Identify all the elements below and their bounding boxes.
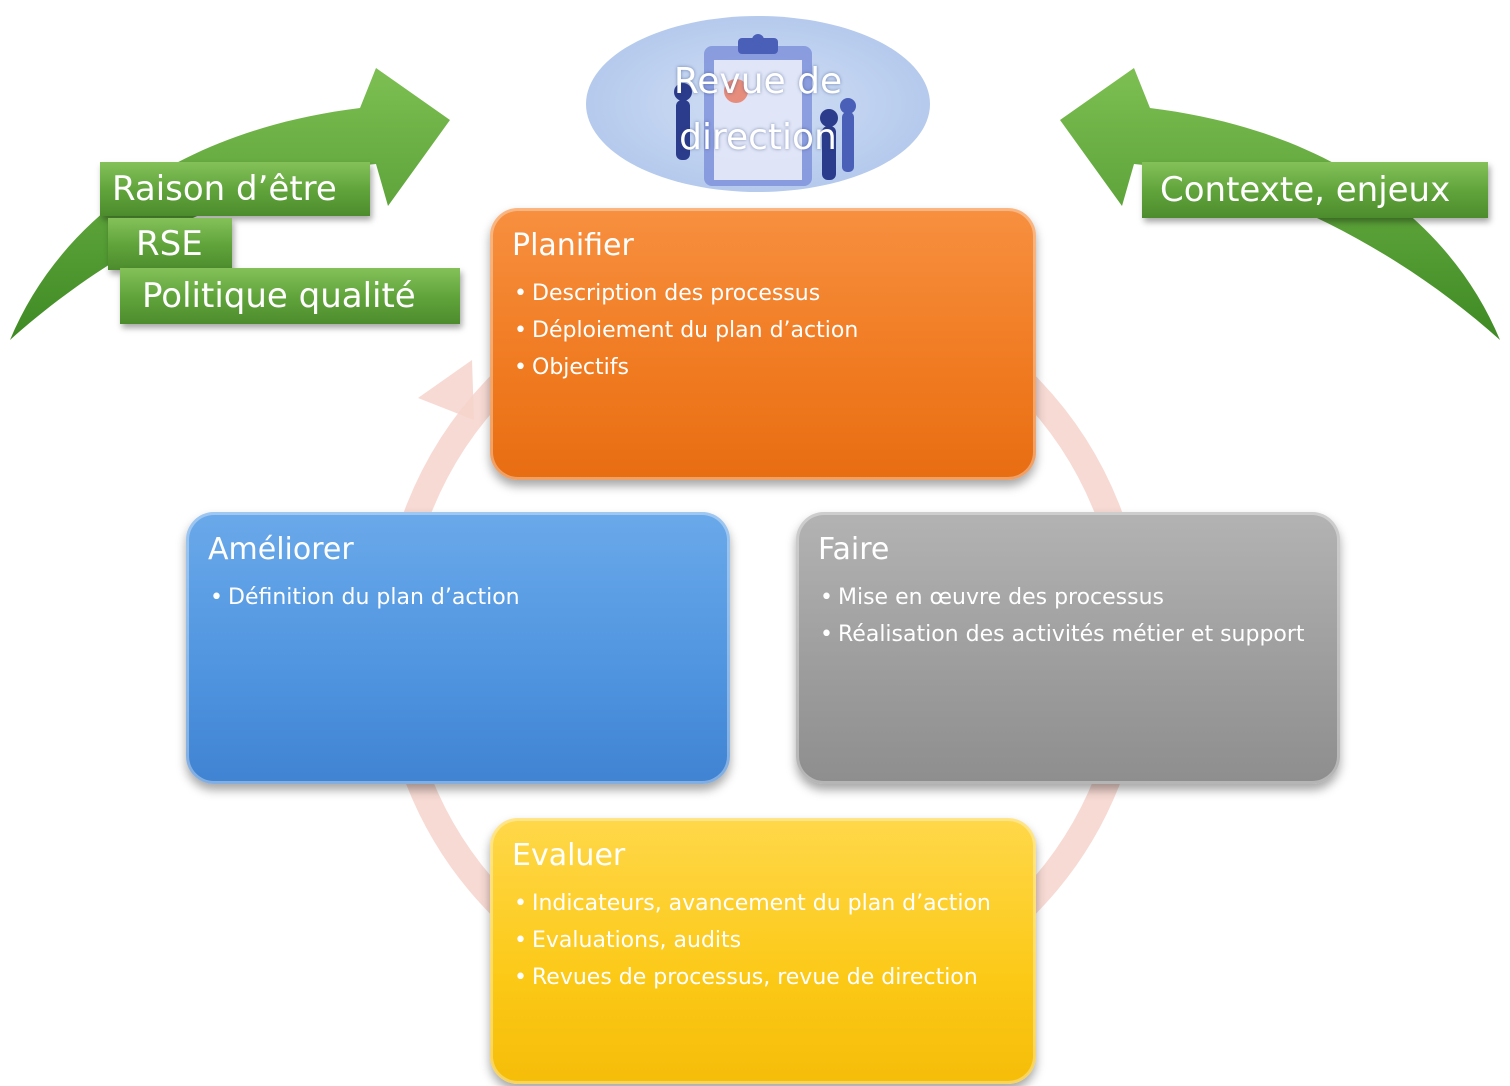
box-evaluer: Evaluer Indicateurs, avancement du plan … (490, 818, 1036, 1084)
review-title: Revue de direction (586, 54, 930, 166)
label-raison-detre-text: Raison d’être (112, 169, 337, 209)
list-item: Indicateurs, avancement du plan d’action (512, 888, 1014, 920)
box-ameliorer-title: Améliorer (208, 532, 354, 567)
list-item: Revues de processus, revue de direction (512, 962, 1014, 994)
review-title-line2: direction (679, 117, 837, 158)
box-faire-title: Faire (818, 532, 890, 567)
list-item: Description des processus (512, 278, 1014, 310)
box-faire: Faire Mise en œuvre des processus Réalis… (796, 512, 1340, 784)
cycle-ring-arrowhead (418, 360, 474, 420)
clipboard-meeting-illustration-icon (674, 34, 856, 186)
left-green-arrow (10, 68, 450, 340)
review-title-line1: Revue de (673, 61, 843, 102)
list-item: Réalisation des activités métier et supp… (818, 619, 1318, 651)
list-item: Objectifs (512, 352, 1014, 384)
review-oval: Revue de direction (586, 16, 930, 192)
box-planifier-list: Description des processus Déploiement du… (512, 278, 1014, 384)
box-ameliorer-list: Définition du plan d’action (208, 582, 708, 614)
label-rse: RSE (108, 218, 232, 270)
box-evaluer-title: Evaluer (512, 838, 626, 873)
label-contexte-enjeux: Contexte, enjeux (1142, 162, 1488, 218)
label-rse-text: RSE (136, 224, 203, 264)
box-planifier-title: Planifier (512, 228, 634, 263)
list-item: Définition du plan d’action (208, 582, 708, 614)
list-item: Evaluations, audits (512, 925, 1014, 957)
box-evaluer-list: Indicateurs, avancement du plan d’action… (512, 888, 1014, 994)
label-raison-detre: Raison d’être (100, 162, 370, 216)
list-item: Déploiement du plan d’action (512, 315, 1014, 347)
box-ameliorer: Améliorer Définition du plan d’action (186, 512, 730, 784)
right-green-arrow (1060, 68, 1500, 340)
label-contexte-enjeux-text: Contexte, enjeux (1160, 170, 1451, 210)
label-politique-qualite-text: Politique qualité (142, 276, 416, 316)
box-planifier: Planifier Description des processus Dépl… (490, 208, 1036, 480)
list-item: Mise en œuvre des processus (818, 582, 1318, 614)
box-faire-list: Mise en œuvre des processus Réalisation … (818, 582, 1318, 651)
label-politique-qualite: Politique qualité (120, 268, 460, 324)
